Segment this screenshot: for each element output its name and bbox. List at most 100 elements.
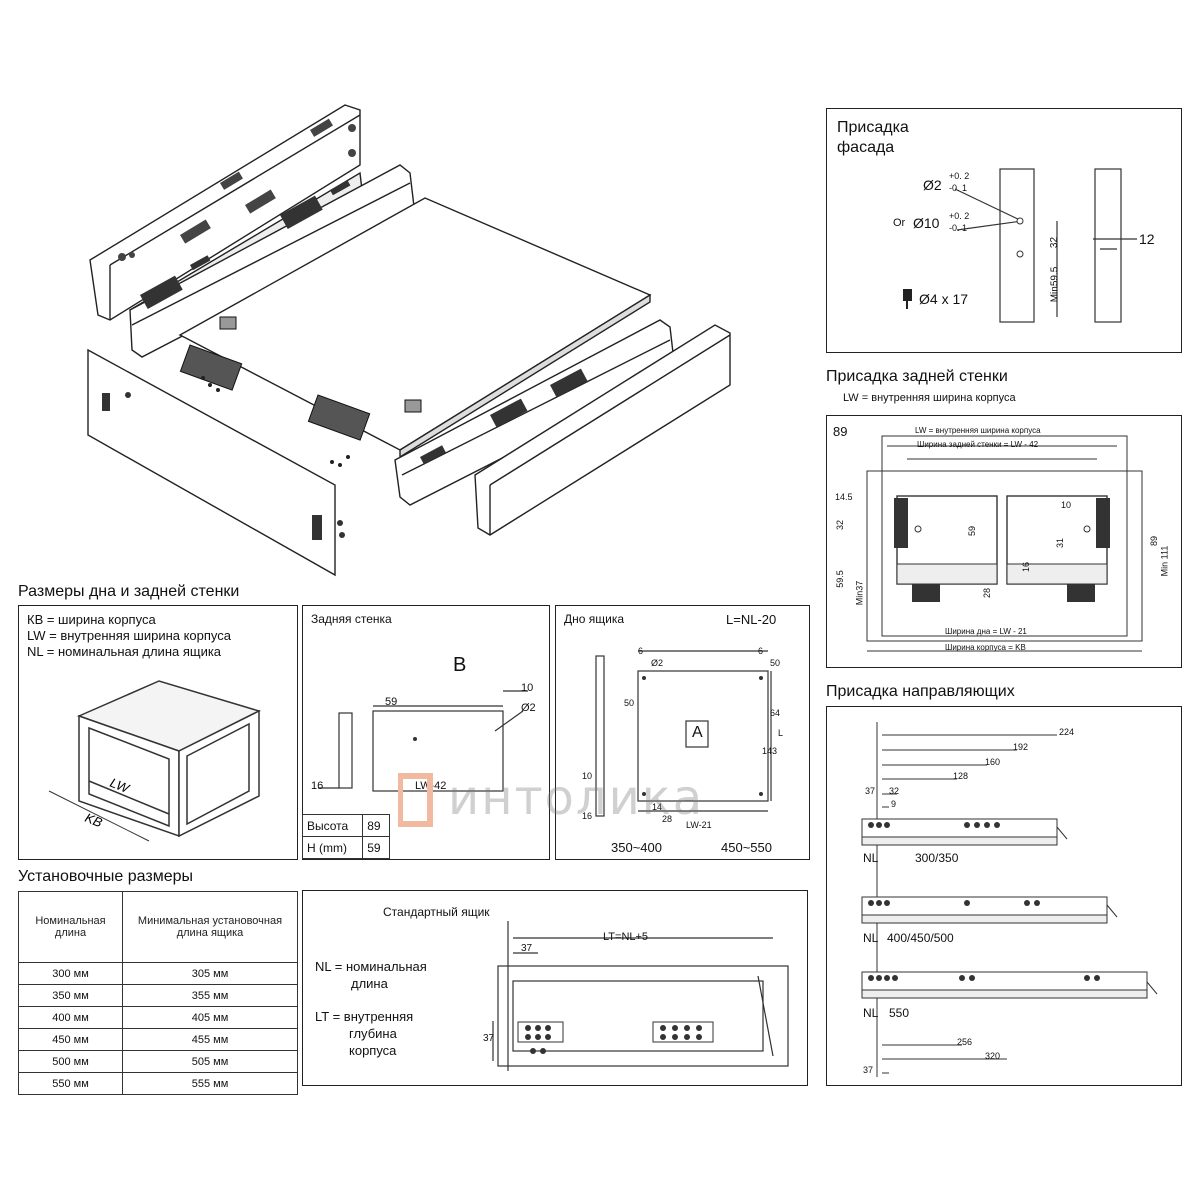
bw-d28: 28 [982, 587, 993, 599]
bottom-d2: Ø2 [651, 658, 664, 668]
install-cell: 455 мм [122, 1028, 298, 1051]
bottom-dlw21: LW-21 [686, 820, 712, 830]
bw-d89: 89 [1149, 535, 1160, 547]
rail-nl-2: NL [863, 931, 879, 945]
bw-d145: 14.5 [835, 492, 853, 502]
install-cell: 505 мм [122, 1050, 298, 1073]
rail-r1: 300/350 [915, 851, 959, 865]
install-cell: 350 мм [18, 984, 123, 1007]
bottom-formula: L=NL-20 [726, 612, 777, 627]
front-or: Or [893, 217, 906, 229]
front-panel [87, 348, 336, 577]
install-cell: 355 мм [122, 984, 298, 1007]
front-tol10-dn: -0. 1 [949, 223, 968, 233]
bottom-d6b: 6 [758, 646, 764, 656]
nl-def-2: длина [351, 976, 388, 991]
back-d59: 59 [385, 696, 398, 708]
bw-min37: Min37 [854, 580, 865, 606]
cabinet-box-illustration: LW KB [48, 680, 262, 842]
front-title-2: фасада [837, 139, 895, 156]
front-d12: 12 [1139, 231, 1155, 247]
install-cell: 550 мм [18, 1072, 123, 1095]
watermark-text: интолика [448, 770, 705, 826]
back-panel-title: Задняя стенка [311, 612, 392, 626]
front-hole2: Ø2 [923, 177, 942, 193]
rail-d256: 256 [957, 1037, 973, 1047]
bottom-d6a: 6 [638, 646, 644, 656]
back-panel-letter: B [453, 654, 467, 676]
rails-section-title: Присадка направляющих [826, 683, 1015, 700]
rail-d32: 32 [889, 786, 900, 796]
back-d16: 16 [311, 780, 324, 792]
rails-drilling-panel: 224 192 160 128 37 32 9 NL 300/350 NL 40… [826, 706, 1182, 1086]
front-fitting-left [179, 344, 243, 391]
bw-d595: 59.5 [834, 570, 845, 588]
right-drawer-side [474, 324, 731, 536]
legend-lw: LW = внутренняя ширина корпуса [27, 628, 232, 643]
bw-d32: 32 [835, 519, 846, 531]
bottom-d10: 10 [582, 771, 593, 781]
bottom-d14: 14 [652, 802, 663, 812]
bottom-dl: L [778, 728, 784, 738]
bottom-d50: 50 [624, 698, 635, 708]
rail-d224: 224 [1059, 727, 1075, 737]
lt-def-3: корпуса [349, 1043, 397, 1058]
back-wall-section-title: Присадка задней стенки [826, 368, 1008, 385]
dimensions-legend-panel: КВ = ширина корпуса LW = внутренняя шири… [18, 605, 298, 860]
install-section-title: Установочные размеры [18, 868, 194, 885]
bottom-d16: 16 [582, 811, 593, 821]
back-d2: Ø2 [521, 702, 536, 714]
rail-d9: 9 [891, 799, 897, 809]
back-wall-height: 89 [833, 424, 848, 439]
install-cell: 450 мм [18, 1028, 123, 1051]
bottom-back-section-title: Размеры дна и задней стенки [18, 583, 240, 600]
standard-drawer-panel: Стандартный ящик NL = номинальная длина … [302, 890, 808, 1086]
front-d32: 32 [1049, 236, 1061, 249]
lt-def-2: глубина [349, 1026, 397, 1041]
nl-def-1: NL = номинальная [315, 959, 427, 974]
install-cell: 305 мм [122, 962, 298, 985]
install-head-min: Минимальная установочная длина ящика [122, 891, 298, 963]
bottom-d64: 64 [770, 708, 781, 718]
rail-d37b: 37 [863, 1065, 874, 1075]
rail-d160: 160 [985, 757, 1001, 767]
back-panel-drawing: Задняя стенка B 59 10 Ø2 16 LW-42 Высота… [301, 605, 550, 860]
left-drawer-side [89, 104, 361, 321]
back-h-key: H (mm) [301, 836, 364, 859]
bottom-range2: 450~550 [721, 840, 772, 855]
back-height-key: Высота [301, 814, 364, 837]
bw-body-width: Ширина корпуса = KB [945, 643, 1026, 652]
drawer-assembly-illustration [87, 104, 731, 577]
install-cell: 300 мм [18, 962, 123, 985]
screw-label: Ø4 x 17 [919, 291, 969, 307]
rail-d128: 128 [953, 771, 969, 781]
install-table: Номинальная длина Минимальная установочн… [18, 891, 298, 1095]
rail-r2: 400/450/500 [887, 931, 954, 945]
back-height-val: 89 [362, 814, 390, 837]
install-cell: 500 мм [18, 1050, 123, 1073]
rail-d320: 320 [985, 1051, 1001, 1061]
front-tol2-up: +0. 2 [949, 171, 970, 181]
back-wall-back-width: Ширина задней стенки = LW - 42 [917, 440, 1039, 449]
back-wall-note: LW = внутренняя ширина корпуса [843, 392, 1016, 404]
front-drilling-panel: Присадка фасада Ø2 +0. 2 -0. 1 Or Ø10 +0… [826, 108, 1182, 353]
front-fitting-right [307, 394, 371, 441]
standard-caption: Стандартный ящик [383, 905, 490, 919]
lt-def-1: LT = внутренняя [315, 1009, 414, 1024]
bottom-title: Дно ящика [564, 612, 625, 626]
rail-nl-3: NL [863, 1006, 879, 1020]
back-wall-drilling-panel: 89 LW = внутренняя ширина корпуса Ширина… [826, 415, 1182, 668]
box-kb-label: KB [83, 810, 105, 831]
install-cell: 400 мм [18, 1006, 123, 1029]
box-lw-label: LW [108, 775, 133, 797]
back-d10: 10 [521, 682, 534, 694]
bottom-letter: A [692, 724, 703, 741]
bottom-d28: 28 [662, 814, 673, 824]
